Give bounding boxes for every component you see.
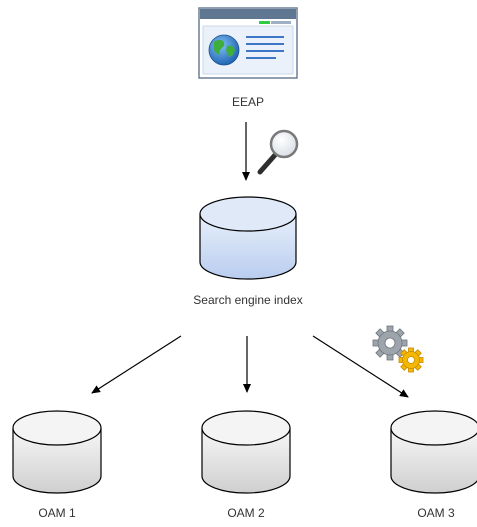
- arrow-index-to-oam3: [312, 335, 409, 398]
- globe-icon: [208, 34, 240, 66]
- oam1-label: OAM 1: [38, 506, 76, 520]
- web-browser-icon: [198, 7, 298, 79]
- oam3-label: OAM 3: [417, 506, 455, 520]
- search-index-database-icon: [199, 196, 297, 280]
- search-index-label: Search engine index: [193, 293, 302, 307]
- gears-icon: [372, 325, 424, 373]
- oam2-database-icon: [201, 410, 291, 494]
- oam1-database-icon: [12, 410, 102, 494]
- eeap-label: EEAP: [232, 95, 264, 109]
- oam2-label: OAM 2: [227, 506, 265, 520]
- magnifier-icon: [257, 129, 299, 175]
- arrow-index-to-oam1: [91, 335, 182, 394]
- oam3-database-icon: [390, 410, 477, 494]
- text-lines-icon: [246, 36, 284, 59]
